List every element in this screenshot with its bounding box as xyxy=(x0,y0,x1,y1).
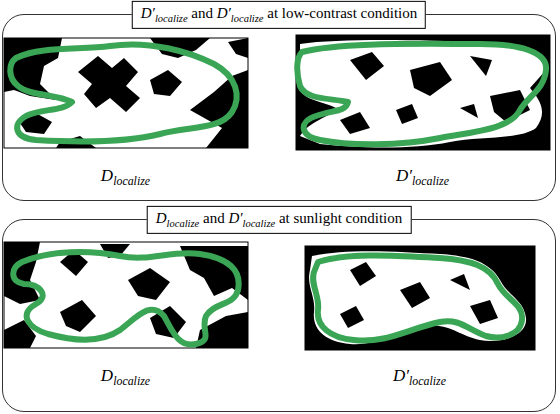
mask-frame xyxy=(305,246,535,350)
panel-heading: D′localize and D′localize at low-contras… xyxy=(132,1,426,29)
green-outline xyxy=(297,44,546,144)
image-caption: Dlocalize xyxy=(4,166,248,188)
text-part: and xyxy=(188,5,217,21)
text-part: D′ xyxy=(393,366,409,385)
text-part: localize xyxy=(113,374,150,388)
mask-holes xyxy=(340,262,498,328)
mask-blobs xyxy=(4,38,248,148)
mask-frame xyxy=(4,242,248,348)
binary-mask xyxy=(4,38,248,148)
text-part: and xyxy=(199,210,228,226)
text-part: localize xyxy=(231,13,264,24)
green-outline xyxy=(10,44,236,141)
text-part: D xyxy=(101,366,113,385)
text-part: at low-contrast condition xyxy=(264,5,418,21)
mask-ground xyxy=(4,242,248,348)
text-part: localize xyxy=(409,374,446,388)
text-part: localize xyxy=(412,174,449,188)
panel-heading: Dlocalize and D′localize at sunlight con… xyxy=(147,206,412,234)
mask-ground xyxy=(296,35,550,150)
binary-mask xyxy=(4,242,248,348)
mask-region xyxy=(309,251,526,344)
mask-image: Dlocalize xyxy=(4,38,248,194)
mask-ground xyxy=(4,38,248,148)
text-part: D xyxy=(101,166,113,185)
text-part: D′ xyxy=(141,5,155,21)
text-part: localize xyxy=(167,218,200,229)
text-part: D xyxy=(156,210,167,226)
mask-image: D′localize xyxy=(296,35,550,194)
image-caption: Dlocalize xyxy=(4,366,248,388)
green-outline xyxy=(13,252,238,345)
mask-blobs xyxy=(4,242,248,348)
image-caption: D′localize xyxy=(296,166,550,188)
mask-image: Dlocalize xyxy=(4,242,248,388)
text-part: D′ xyxy=(217,5,231,21)
condition-panel: D′localize and D′localize at low-contras… xyxy=(2,14,556,201)
mask-ground xyxy=(305,246,535,350)
text-part: at sunlight condition xyxy=(275,210,402,226)
mask-frame xyxy=(4,38,248,148)
mask-region xyxy=(300,40,546,148)
binary-mask xyxy=(296,35,550,150)
image-caption: D′localize xyxy=(305,366,535,388)
mask-frame xyxy=(296,35,550,150)
binary-mask xyxy=(305,246,535,350)
green-outline xyxy=(313,256,522,341)
mask-image: D′localize xyxy=(305,246,535,388)
text-part: D′ xyxy=(228,210,242,226)
text-part: localize xyxy=(155,13,188,24)
text-part: localize xyxy=(113,174,150,188)
text-part: D′ xyxy=(396,166,412,185)
text-part: localize xyxy=(243,218,276,229)
condition-panel: Dlocalize and D′localize at sunlight con… xyxy=(2,219,556,412)
